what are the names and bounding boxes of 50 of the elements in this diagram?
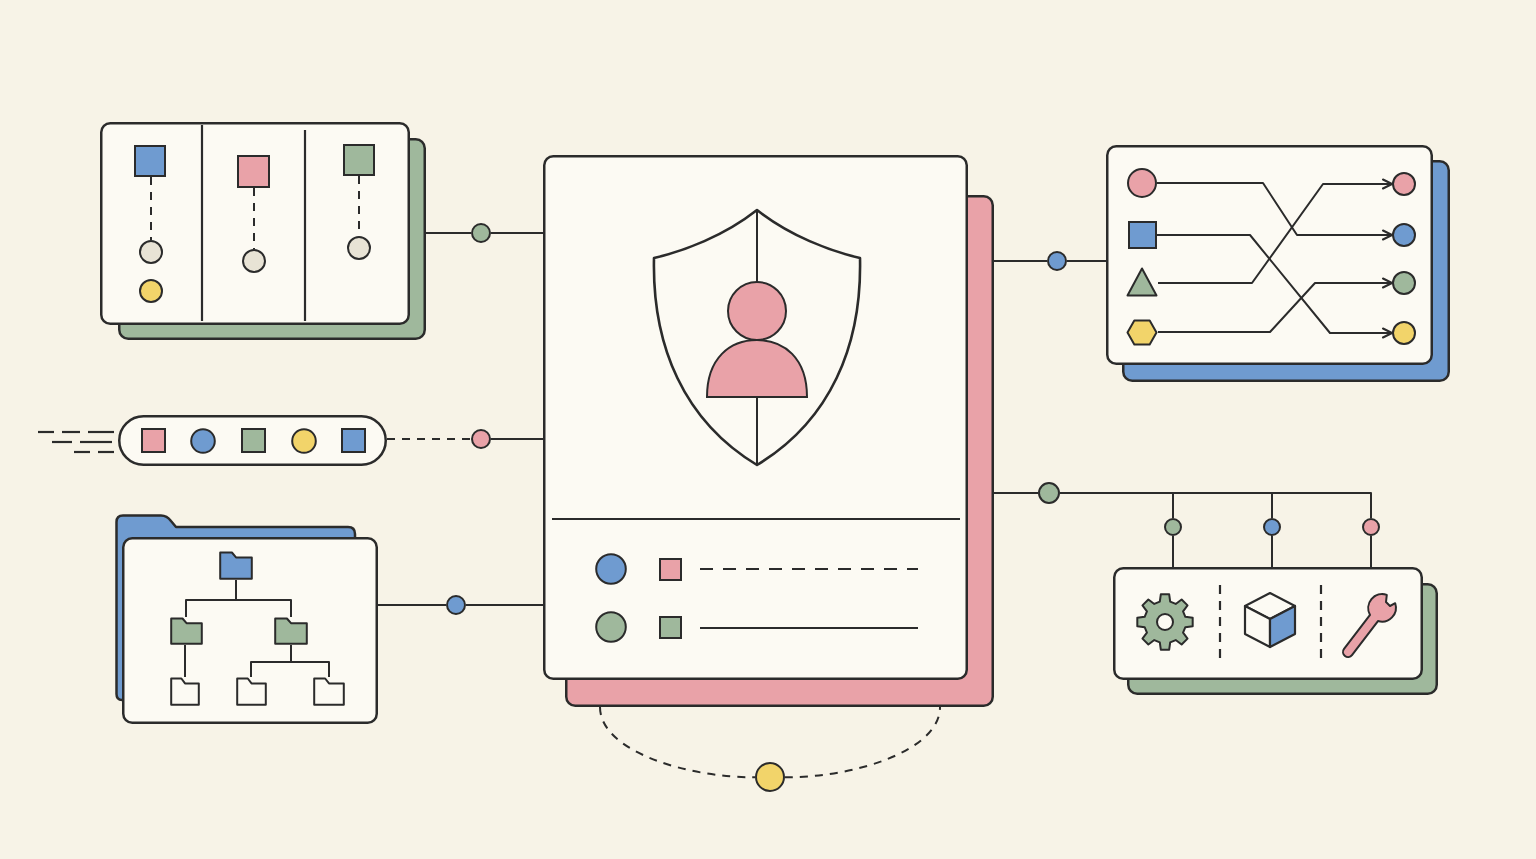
connector-dot-icon: [471, 223, 491, 243]
folder-icon: [170, 677, 200, 706]
square-icon: [134, 145, 166, 177]
connector-line: [184, 644, 186, 678]
folder-icon: [274, 617, 308, 645]
connector-dot-icon: [1047, 251, 1067, 271]
dashed-connector-line: [386, 438, 472, 440]
connector-line: [290, 644, 330, 678]
connector-dot-icon: [1164, 518, 1182, 536]
connector-line: [1066, 260, 1107, 262]
connector-dot-icon: [755, 762, 785, 792]
connector-line: [465, 604, 544, 606]
connector-line: [1059, 492, 1372, 519]
dashed-connector-line: [253, 187, 255, 250]
dashed-connector-line: [599, 706, 756, 779]
hexagon-icon: [1126, 319, 1158, 346]
connector-dot-icon: [1038, 482, 1060, 504]
folder-icon: [170, 617, 203, 645]
connector-line: [993, 260, 1048, 262]
connector-dot-icon: [1362, 518, 1380, 536]
shield-user-card: [543, 155, 994, 707]
connector-line: [377, 604, 447, 606]
connector-line: [1271, 535, 1273, 568]
dashed-connector-line: [150, 176, 152, 241]
arrow: [1156, 234, 1393, 339]
connector-line: [993, 492, 1039, 494]
connector-line: [490, 438, 544, 440]
folder-icon: [313, 677, 345, 706]
mapping-card: [1106, 145, 1450, 382]
connector-line: [490, 232, 544, 234]
folder-icon: [219, 551, 253, 580]
connector-dot-icon: [471, 429, 491, 449]
arrow: [1157, 178, 1393, 284]
connector-dot-icon: [1263, 518, 1281, 536]
connector-line: [1370, 535, 1372, 568]
square-icon: [343, 144, 375, 176]
square-icon: [237, 155, 270, 188]
folder-icon: [236, 677, 267, 706]
triangle-icon: [1126, 267, 1158, 297]
connector-line: [1172, 535, 1174, 568]
tools-card: [1113, 567, 1438, 695]
folder-card: [115, 514, 378, 724]
connector-dot-icon: [446, 595, 466, 615]
arrow: [1157, 277, 1393, 333]
connector-line: [425, 232, 472, 234]
arrow: [1156, 182, 1393, 241]
shape-strip-bar: [118, 415, 387, 466]
dashed-connector-line: [784, 706, 941, 779]
kanban-board-card: [100, 122, 426, 340]
square-icon: [1128, 221, 1157, 249]
